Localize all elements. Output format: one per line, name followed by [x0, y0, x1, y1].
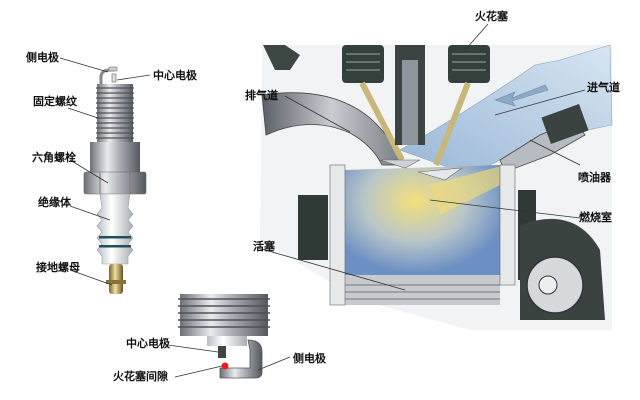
spark-icon — [221, 362, 229, 370]
label-side-electrode: 侧电极 — [26, 51, 59, 64]
label-hex-nut: 六角螺栓 — [32, 151, 76, 164]
label-tip-side-electrode: 侧电极 — [293, 352, 326, 365]
spark-plug-illustration — [83, 66, 147, 294]
label-intake-port: 进气道 — [587, 81, 620, 94]
label-tip-center-electrode: 中心电极 — [126, 337, 170, 350]
label-fixing-thread: 固定螺纹 — [33, 95, 77, 108]
label-engine-spark-plug: 火花塞 — [475, 10, 508, 23]
label-center-electrode: 中心电极 — [153, 69, 197, 82]
label-spark-gap: 火花塞间隙 — [113, 370, 168, 383]
label-ground-nut: 接地螺母 — [36, 261, 80, 274]
engine-cutaway-illustration — [260, 44, 613, 330]
intake-flow-arrow-icon — [494, 84, 549, 107]
leader-lines — [59, 23, 586, 378]
label-insulator: 绝缘体 — [38, 196, 71, 209]
label-exhaust-port: 排气道 — [245, 89, 278, 102]
label-injector: 喷油器 — [578, 171, 611, 184]
label-combustion-chamber: 燃烧室 — [579, 211, 612, 224]
spark-plug-tip-illustration — [178, 294, 270, 379]
label-piston: 活塞 — [253, 240, 275, 253]
